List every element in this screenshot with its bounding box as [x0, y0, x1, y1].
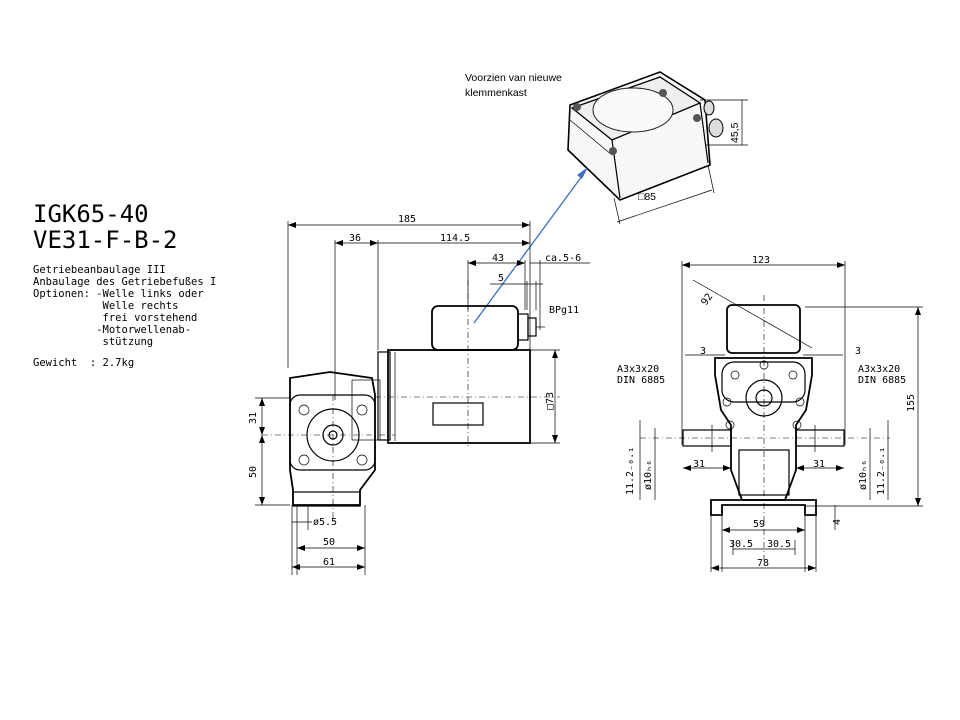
dim-50-vertical: 50: [248, 466, 259, 478]
spec-line: frei vorstehend: [33, 312, 197, 324]
tolerance-left: 11.2₋₀.₁: [625, 447, 636, 495]
dim-5: 5: [498, 273, 504, 284]
dim-31-left: 31: [693, 459, 705, 470]
terminal-height-dim: 45,5: [729, 122, 741, 143]
dim-radius-92: 92: [699, 292, 715, 308]
dim-square-73: □73: [545, 392, 556, 410]
spec-line: Optionen: -Welle links oder: [33, 288, 204, 300]
dim-50-horizontal: 50: [323, 537, 335, 548]
dim-43: 43: [492, 253, 504, 264]
terminal-box-image: [567, 71, 748, 225]
key-spec-right: A3x3x20: [858, 364, 900, 375]
dim-59: 59: [753, 519, 765, 530]
key-spec-left: A3x3x20: [617, 364, 659, 375]
dim-155: 155: [906, 394, 917, 412]
spec-line: Getriebeanbaulage III: [33, 264, 166, 276]
dim-114-5: 114.5: [440, 233, 470, 244]
dim-30-5-left: 30.5: [729, 539, 753, 550]
dim-hole-diameter: ø5.5: [313, 517, 337, 528]
side-view-drawing: [255, 221, 590, 575]
shaft-diameter-right: ø10ₕ₆: [858, 460, 869, 490]
front-view-drawing: [639, 261, 923, 572]
terminal-square-dim: □85: [638, 191, 656, 203]
dim-36: 36: [349, 233, 361, 244]
dim-123: 123: [752, 255, 770, 266]
annotation-line-1: Voorzien van nieuwe: [465, 72, 562, 84]
dim-pg-gland: BPg11: [549, 305, 579, 316]
dim-3-left: 3: [700, 346, 706, 357]
spec-line: Welle rechts: [33, 300, 178, 312]
dim-78: 78: [757, 558, 769, 569]
shaft-diameter-left: ø10ₕ₆: [643, 460, 654, 490]
spec-line: stützung: [33, 336, 153, 348]
weight-label: Gewicht : 2.7kg: [33, 357, 134, 369]
dim-3-right: 3: [855, 346, 861, 357]
spec-line: Anbaulage des Getriebefußes I: [33, 276, 216, 288]
annotation-line-2: klemmenkast: [465, 87, 527, 99]
dim-31-right: 31: [813, 459, 825, 470]
tolerance-right: 11.2₋₀.₁: [876, 447, 887, 495]
dim-61: 61: [323, 557, 335, 568]
din-spec-right: DIN 6885: [858, 375, 906, 386]
dim-30-5-right: 30.5: [767, 539, 791, 550]
model-title: IGK65-40: [33, 200, 149, 228]
spec-list: Getriebeanbaulage III Anbaulage des Getr…: [33, 264, 216, 348]
dim-overall-length: 185: [398, 214, 416, 225]
dim-31-vertical: 31: [248, 412, 259, 424]
spec-line: -Motorwellenab-: [33, 324, 191, 336]
dim-4: 4: [832, 519, 843, 525]
din-spec-left: DIN 6885: [617, 375, 665, 386]
dim-ca-5-6: ca.5-6: [545, 253, 581, 264]
variant-title: VE31-F-B-2: [33, 226, 178, 254]
annotation-arrow: [473, 167, 588, 324]
